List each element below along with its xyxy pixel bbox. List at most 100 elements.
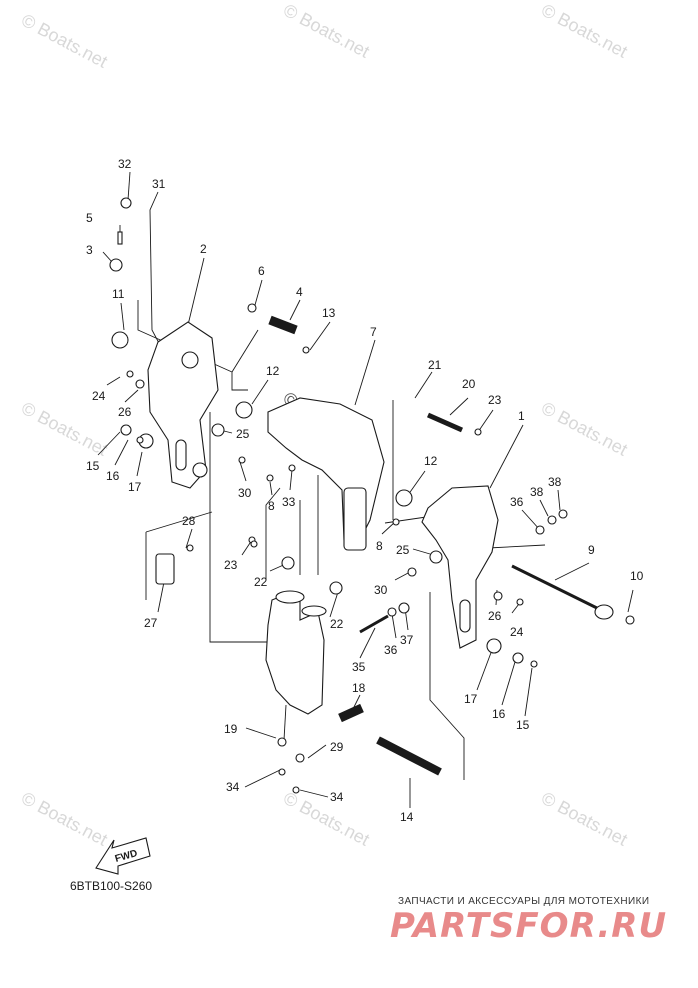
washer <box>387 607 397 617</box>
callout-number: 15 <box>86 459 100 473</box>
brand-logo: PARTSFOR.RU <box>390 906 668 946</box>
callout-number: 17 <box>128 480 142 494</box>
callout-number: 27 <box>144 616 158 630</box>
screw <box>278 768 286 776</box>
callout-number: 38 <box>530 485 544 499</box>
callout-number: 5 <box>86 211 93 225</box>
callout-number: 12 <box>266 364 280 378</box>
fwd-arrow <box>95 837 151 875</box>
screw <box>625 615 635 625</box>
watermark: © Boats.net <box>18 398 111 460</box>
callout-number: 17 <box>464 692 478 706</box>
callout-number: 18 <box>352 681 366 695</box>
screw <box>238 456 246 464</box>
bracket-slot <box>175 439 187 471</box>
callout-number: 28 <box>182 514 196 528</box>
bushing <box>109 258 123 272</box>
bushing <box>486 638 502 654</box>
footer-tagline: ЗАПЧАСТИ И АКСЕССУАРЫ ДЛЯ МОТОТЕХНИКИ <box>398 896 650 907</box>
screw <box>292 786 300 794</box>
bushing <box>395 489 413 507</box>
callout-number: 2 <box>200 242 207 256</box>
callout-number: 31 <box>152 177 166 191</box>
watermark: © Boats.net <box>280 0 373 62</box>
callout-number: 8 <box>376 539 383 553</box>
callout-number: 22 <box>330 617 344 631</box>
callout-number: 38 <box>548 475 562 489</box>
watermark: © Boats.net <box>538 788 631 850</box>
bushing <box>329 581 343 595</box>
callout-number: 34 <box>226 780 240 794</box>
clamp-bracket-right <box>421 485 499 649</box>
swivel-bracket <box>267 397 385 541</box>
nut <box>547 515 557 525</box>
callout-number: 16 <box>106 469 120 483</box>
callout-number: 24 <box>510 625 524 639</box>
washer <box>250 540 258 548</box>
screw <box>530 660 538 668</box>
bushing <box>338 703 364 723</box>
callout-number: 37 <box>400 633 414 647</box>
callout-number: 13 <box>322 306 336 320</box>
callout-number: 7 <box>370 325 377 339</box>
piston-rod <box>283 704 287 741</box>
callout-number: 11 <box>112 287 125 301</box>
nut <box>120 197 132 209</box>
parts: FWD <box>95 197 635 875</box>
swivel-cylinder <box>343 487 367 551</box>
screw <box>474 428 482 436</box>
callouts: 32 31 5 3 2 6 4 13 11 7 21 20 23 1 12 24… <box>86 157 644 824</box>
callout-number: 6 <box>258 264 265 278</box>
clamp-bracket-left <box>147 321 219 489</box>
bushing <box>235 401 253 419</box>
bracket-hole <box>192 462 208 478</box>
tube <box>376 736 442 776</box>
leader-lines <box>97 171 634 808</box>
bracket-slot <box>459 599 471 633</box>
screw <box>247 303 257 313</box>
washer <box>493 591 503 601</box>
diagram-code: 6BTB100-S260 <box>70 879 153 893</box>
screw <box>136 436 144 444</box>
washer <box>512 652 524 664</box>
bushing <box>211 423 225 437</box>
callout-number: 20 <box>462 377 476 391</box>
callout-number: 25 <box>396 543 410 557</box>
callout-number: 33 <box>282 495 296 509</box>
washer <box>295 753 305 763</box>
callout-number: 23 <box>224 558 238 572</box>
screw <box>392 518 400 526</box>
callout-number: 30 <box>238 486 252 500</box>
screw <box>266 474 274 482</box>
washer <box>120 424 132 436</box>
shaft-flange <box>594 604 614 620</box>
callout-number: 22 <box>254 575 268 589</box>
washer <box>535 525 545 535</box>
callout-number: 29 <box>330 740 344 754</box>
callout-number: 1 <box>518 409 525 423</box>
callout-number: 15 <box>516 718 530 732</box>
callout-number: 25 <box>236 427 250 441</box>
callout-number: 3 <box>86 243 93 257</box>
watermark: © Boats.net <box>280 788 373 850</box>
bracket-hole <box>181 351 199 369</box>
callout-number: 26 <box>118 405 132 419</box>
callout-number: 16 <box>492 707 506 721</box>
callout-number: 23 <box>488 393 502 407</box>
screw <box>302 346 310 354</box>
cylinder-top <box>275 590 305 604</box>
bracket-plate <box>155 553 175 585</box>
callout-number: 26 <box>488 609 502 623</box>
nut <box>558 509 568 519</box>
nut <box>111 331 129 349</box>
callout-number: 8 <box>268 499 275 513</box>
callout-number: 10 <box>630 569 644 583</box>
washer <box>398 602 410 614</box>
tilt-shaft <box>511 564 606 614</box>
washer <box>135 379 145 389</box>
callout-number: 24 <box>92 389 106 403</box>
callout-number: 36 <box>384 643 398 657</box>
bushing <box>429 550 443 564</box>
callout-number: 19 <box>224 722 238 736</box>
